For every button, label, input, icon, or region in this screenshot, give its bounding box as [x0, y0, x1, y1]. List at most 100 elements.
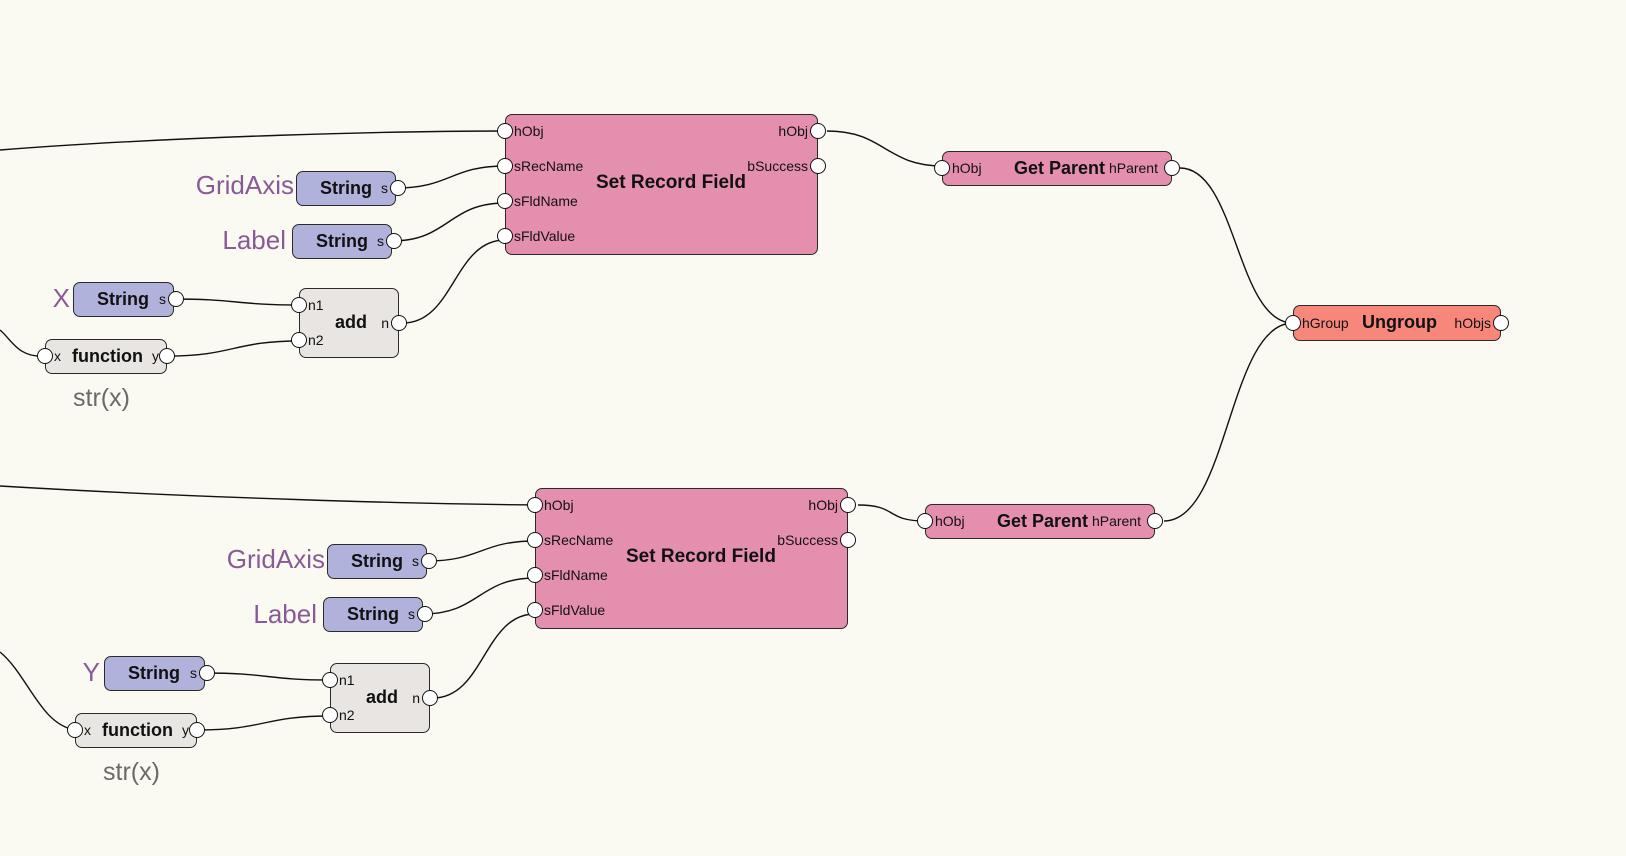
port-label-y: y: [182, 722, 189, 738]
port-out-s[interactable]: [199, 665, 215, 681]
node-title: function: [72, 346, 143, 366]
port-out-s[interactable]: [390, 180, 406, 196]
node-title: String: [97, 289, 149, 309]
wire-add-fldvalue-2: [432, 613, 536, 699]
port-label-n2: n2: [308, 332, 324, 348]
string-node[interactable]: [292, 224, 392, 259]
port-label-bsuccess: bSuccess: [747, 158, 808, 174]
wire-string-fldname-2: [422, 577, 536, 615]
port-out-bsuccess[interactable]: [840, 532, 856, 548]
wire-incoming-hobj-2: [0, 485, 536, 506]
port-in-n2[interactable]: [291, 332, 307, 348]
port-in-x[interactable]: [37, 348, 53, 364]
string-caption: GridAxis: [195, 170, 294, 200]
port-in-srecname[interactable]: [497, 158, 513, 174]
port-out-s[interactable]: [421, 553, 437, 569]
port-label-n1: n1: [339, 672, 355, 688]
wire-hparent-ungroup: [1179, 167, 1294, 324]
set-record-field-node[interactable]: [505, 114, 818, 255]
port-out-s[interactable]: [386, 233, 402, 249]
port-out-y[interactable]: [189, 722, 205, 738]
port-out-hparent[interactable]: [1147, 513, 1163, 529]
node-title: Get Parent: [997, 511, 1089, 531]
port-label-sfldvalue: sFldValue: [544, 602, 606, 618]
node-title: function: [102, 720, 173, 740]
port-in-sfldvalue[interactable]: [497, 228, 513, 244]
port-label-s: s: [408, 606, 415, 622]
port-in-x[interactable]: [67, 722, 83, 738]
port-label-s: s: [190, 665, 197, 681]
node-title: String: [128, 663, 180, 683]
port-label-y: y: [152, 348, 159, 364]
port-label-s: s: [412, 553, 419, 569]
get-parent-node[interactable]: [942, 151, 1172, 186]
set-record-field-node[interactable]: [535, 488, 848, 629]
node-title: Set Record Field: [596, 172, 746, 193]
string-node[interactable]: [104, 656, 205, 691]
string-caption: Y: [82, 657, 100, 687]
port-label-hgroup: hGroup: [1302, 315, 1349, 331]
wire-hobj-getparent-2: [857, 504, 926, 522]
port-label-hobj: hObj: [952, 160, 982, 176]
port-label-hobjs: hObjs: [1454, 315, 1491, 331]
port-out-s[interactable]: [168, 291, 184, 307]
node-title: String: [316, 231, 368, 251]
port-out-bsuccess[interactable]: [810, 158, 826, 174]
wire-add-fldvalue: [402, 239, 506, 324]
port-in-n1[interactable]: [322, 672, 338, 688]
ungroup-node[interactable]: [1293, 305, 1501, 341]
port-label-s: s: [381, 180, 388, 196]
port-label-hobj: hObj: [544, 497, 574, 513]
port-out-s[interactable]: [417, 606, 433, 622]
port-in-srecname[interactable]: [527, 532, 543, 548]
string-caption: X: [52, 283, 70, 313]
port-in-n1[interactable]: [291, 297, 307, 313]
port-label-srecname: sRecName: [514, 158, 584, 174]
string-caption: Label: [222, 225, 286, 255]
port-in-sfldvalue[interactable]: [527, 602, 543, 618]
add-node[interactable]: [299, 288, 399, 358]
add-node[interactable]: [330, 663, 430, 733]
port-label-x: x: [54, 348, 61, 364]
function-node[interactable]: [75, 713, 197, 748]
port-out-y[interactable]: [159, 348, 175, 364]
function-note: str(x): [103, 758, 160, 786]
port-out-hobjs[interactable]: [1493, 315, 1509, 331]
port-out-hobj[interactable]: [810, 123, 826, 139]
wire-incoming-hobj: [0, 130, 506, 151]
string-node[interactable]: [323, 597, 423, 632]
port-in-sfldname[interactable]: [497, 193, 513, 209]
wire-hparent-ungroup-2: [1163, 322, 1294, 522]
port-label-hobj: hObj: [808, 497, 838, 513]
port-out-hparent[interactable]: [1164, 160, 1180, 176]
port-in-sfldname[interactable]: [527, 567, 543, 583]
node-title: String: [320, 178, 372, 198]
port-out-hobj[interactable]: [840, 497, 856, 513]
wire-string-fldname: [391, 202, 506, 242]
node-title: Get Parent: [1014, 158, 1106, 178]
port-in-hobj[interactable]: [917, 513, 933, 529]
port-in-hgroup[interactable]: [1285, 315, 1301, 331]
port-label-n1: n1: [308, 297, 324, 313]
port-label-hobj: hObj: [935, 513, 965, 529]
port-in-n2[interactable]: [322, 707, 338, 723]
node-title: add: [366, 687, 399, 707]
string-caption: GridAxis: [226, 544, 325, 574]
wire-string-n1-2: [204, 672, 331, 681]
port-label-srecname: sRecName: [544, 532, 614, 548]
get-parent-node[interactable]: [925, 504, 1155, 539]
node-title: add: [335, 312, 368, 332]
port-in-hobj[interactable]: [934, 160, 950, 176]
node-title: String: [351, 551, 403, 571]
port-out-n[interactable]: [391, 315, 407, 331]
port-label-hobj: hObj: [514, 123, 544, 139]
port-in-hobj[interactable]: [497, 123, 513, 139]
port-out-n[interactable]: [422, 690, 438, 706]
wire-function-n2: [167, 340, 300, 357]
function-node[interactable]: [45, 339, 167, 374]
node-title: Set Record Field: [626, 546, 776, 567]
port-in-hobj[interactable]: [527, 497, 543, 513]
string-caption: Label: [253, 599, 317, 629]
